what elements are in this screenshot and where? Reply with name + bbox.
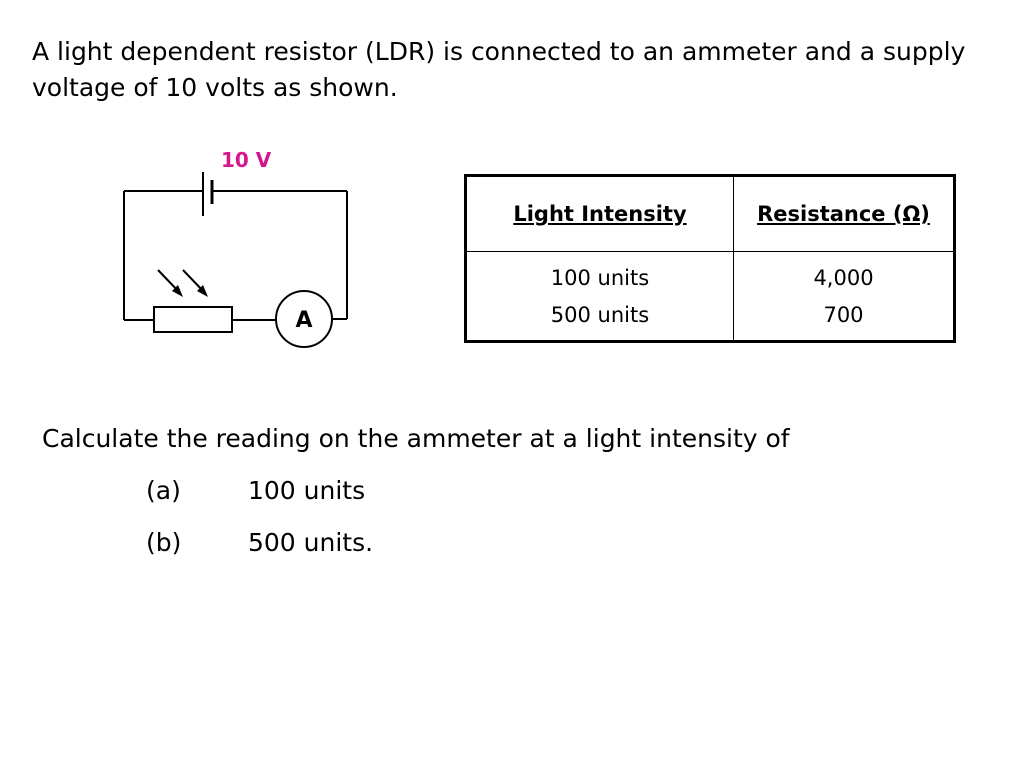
part-a-label: (a) (146, 476, 181, 505)
ammeter-label: A (295, 308, 312, 333)
light-arrow-1-head (172, 285, 183, 297)
circuit-diagram: A (123, 172, 348, 348)
table-value: 500 units (550, 303, 650, 327)
table-value: 700 (823, 303, 864, 327)
supply-voltage-label: 10 V (221, 148, 272, 172)
part-b-label: (b) (146, 528, 182, 557)
header-resistance: Resistance (Ω) (733, 175, 955, 252)
light-arrow-2-head (197, 285, 208, 297)
part-a-text: 100 units (248, 476, 366, 505)
ldr-symbol (153, 306, 233, 333)
intro-text: A light dependent resistor (LDR) is conn… (32, 37, 966, 102)
light-intensity-cell: 100 units 500 units (465, 251, 734, 342)
table-value: 4,000 (813, 266, 874, 290)
table-header-row: Light Intensity Resistance (Ω) (465, 175, 955, 252)
part-b-text: 500 units. (248, 528, 374, 557)
header-light-intensity: Light Intensity (465, 175, 734, 252)
table-value: 100 units (550, 266, 650, 290)
resistance-cell: 4,000 700 (733, 251, 955, 342)
question-prompt: Calculate the reading on the ammeter at … (42, 424, 790, 453)
table-row: 100 units 500 units 4,000 700 (465, 251, 955, 342)
ldr-data-table: Light Intensity Resistance (Ω) 100 units… (464, 174, 956, 343)
